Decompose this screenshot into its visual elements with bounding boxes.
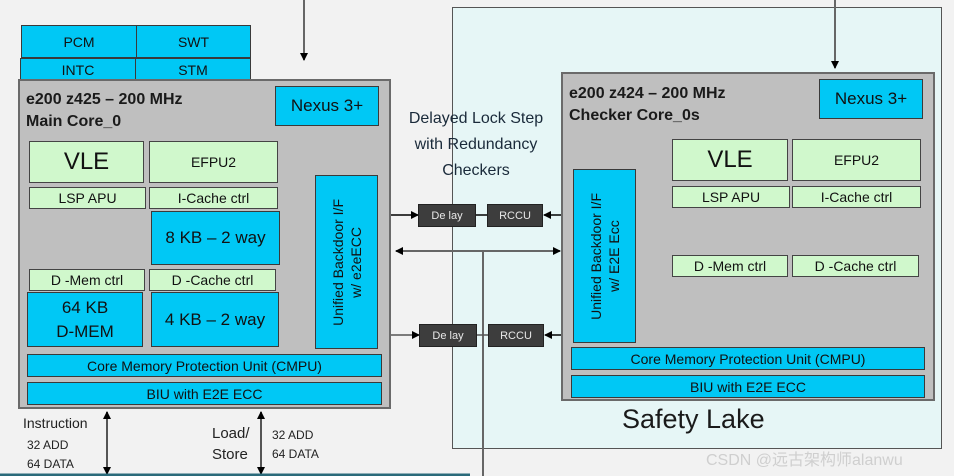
lockstep-caption-line1: Delayed Lock Step	[408, 110, 544, 127]
main-backdoor-block: Unified Backdoor I/F w/ e2eECC	[315, 175, 378, 349]
checker-backdoor-block: Unified Backdoor I/F w/ E2E Ecc	[573, 169, 636, 343]
checker-dcache-ctrl-block: D -Cache ctrl	[792, 255, 919, 277]
checker-biu-block: BIU with E2E ECC	[571, 375, 925, 398]
main-dmem-label: D-MEM	[56, 321, 114, 341]
checker-core-title-line1: e200 z424 – 200 MHz	[569, 85, 726, 102]
instruction-label: Instruction	[23, 415, 88, 431]
watermark: CSDN @远古架构师alanwu	[706, 452, 903, 469]
load-label: Load/	[212, 425, 250, 442]
delay-block-2: De lay	[419, 324, 477, 347]
checker-efpu2-block: EFPU2	[792, 139, 921, 181]
main-core-title-line2: Main Core_0	[26, 113, 122, 130]
instruction-add-label: 32 ADD	[27, 438, 69, 452]
main-dmem-size: 64 KB	[61, 297, 109, 317]
main-biu-block: BIU with E2E ECC	[27, 382, 382, 405]
main-vle-block: VLE	[29, 141, 144, 183]
store-label: Store	[212, 446, 248, 463]
lockstep-caption-line3: Checkers	[442, 162, 510, 179]
checker-vle-block: VLE	[672, 139, 788, 181]
rccu-block-1: RCCU	[487, 204, 543, 227]
main-dcache-block: 4 KB – 2 way	[151, 292, 279, 347]
lockstep-caption: Delayed Lock Step with Redundancy Checke…	[390, 106, 562, 184]
checker-lsp-apu-block: LSP APU	[672, 186, 790, 208]
main-nexus-block: Nexus 3+	[275, 86, 379, 126]
main-lsp-apu-block: LSP APU	[29, 187, 146, 209]
main-dcache-ctrl-block: D -Cache ctrl	[149, 269, 276, 291]
instruction-data-label: 64 DATA	[27, 457, 74, 471]
delay-block-1: De lay	[418, 204, 476, 227]
main-icache-block: 8 KB – 2 way	[151, 211, 280, 265]
checker-core-title: e200 z424 – 200 MHz Checker Core_0s	[569, 83, 726, 127]
safety-lake-label: Safety Lake	[622, 404, 765, 434]
load-store-data-label: 64 DATA	[272, 447, 319, 461]
pcm-block: PCM	[21, 25, 137, 58]
checker-nexus-block: Nexus 3+	[819, 79, 923, 119]
main-core-title-line1: e200 z425 – 200 MHz	[26, 91, 183, 108]
checker-core-title-line2: Checker Core_0s	[569, 107, 700, 124]
main-core-title: e200 z425 – 200 MHz Main Core_0	[26, 89, 183, 133]
swt-block: SWT	[136, 25, 251, 58]
main-efpu2-block: EFPU2	[149, 141, 278, 183]
load-store-add-label: 32 ADD	[272, 428, 314, 442]
main-icache-ctrl-block: I-Cache ctrl	[149, 187, 278, 209]
checker-cmpu-block: Core Memory Protection Unit (CMPU)	[571, 347, 925, 370]
checker-icache-ctrl-block: I-Cache ctrl	[792, 186, 921, 208]
main-cmpu-block: Core Memory Protection Unit (CMPU)	[27, 354, 382, 377]
checker-dmem-ctrl-block: D -Mem ctrl	[672, 255, 788, 277]
lockstep-caption-line2: with Redundancy	[414, 136, 538, 153]
main-dmem-ctrl-block: D -Mem ctrl	[29, 269, 145, 291]
rccu-block-2: RCCU	[488, 324, 544, 347]
main-dmem-block: 64 KB D-MEM	[27, 292, 143, 347]
